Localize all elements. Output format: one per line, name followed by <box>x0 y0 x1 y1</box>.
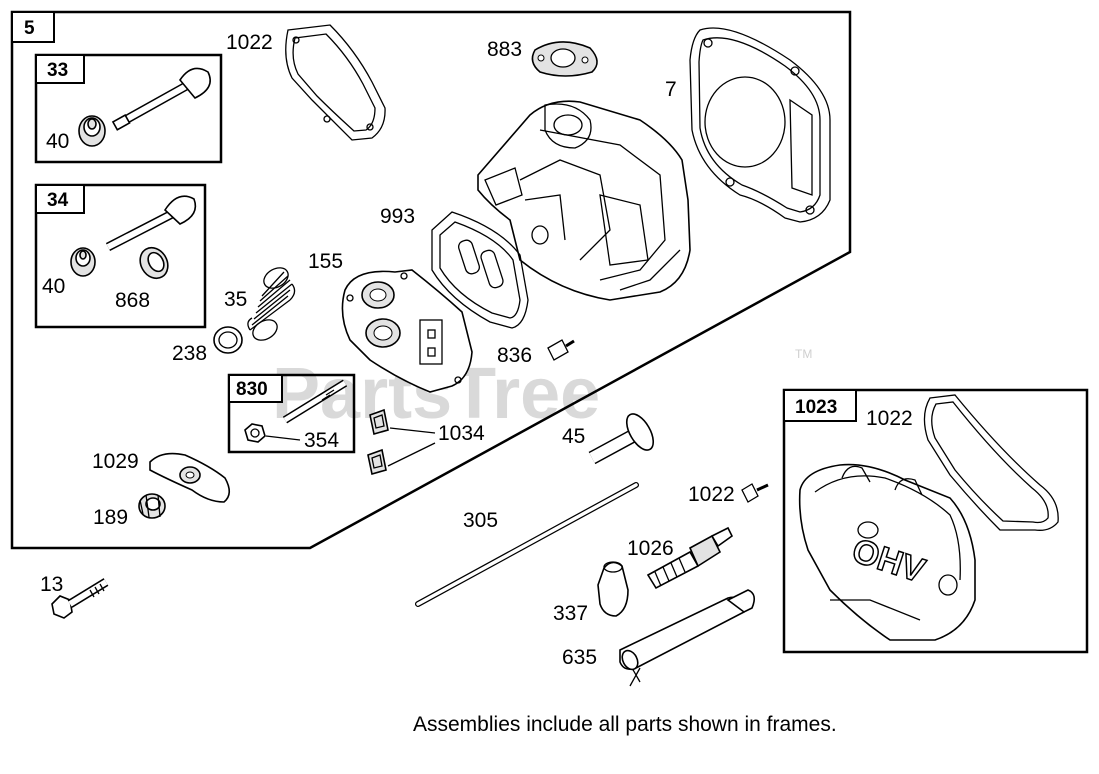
tappet-part[interactable] <box>588 410 659 465</box>
rocker-cover-gasket-part[interactable] <box>285 24 386 141</box>
intake-gasket-part[interactable] <box>531 41 598 77</box>
part-label-1022a: 1022 <box>226 31 273 54</box>
frame-1023-label: 1023 <box>795 397 837 418</box>
part-label-45: 45 <box>562 425 585 448</box>
part-label-337: 1026 <box>627 537 674 560</box>
valve-rotator-part[interactable] <box>135 243 174 284</box>
head-gasket-part[interactable] <box>689 27 831 223</box>
push-rod-part[interactable] <box>415 482 639 607</box>
part-label-836: 836 <box>497 344 532 367</box>
part-label-1034: 1034 <box>438 422 485 445</box>
part-label-305: 1022 <box>688 483 735 506</box>
part-label-883: 883 <box>487 38 522 61</box>
spark-plug-part[interactable] <box>646 526 734 590</box>
part-label-1026: 305 <box>463 509 498 532</box>
rocker-cover-gasket-part-1023[interactable] <box>923 394 1059 531</box>
rocker-arm-part[interactable] <box>149 452 231 503</box>
part-label-155: 155 <box>308 250 343 273</box>
frame-34-label: 34 <box>47 190 69 211</box>
part-label-13: 13 <box>40 573 63 596</box>
part-label-35: 35 <box>224 288 247 311</box>
frame-33-tag <box>35 54 85 84</box>
frame-830-tag <box>228 374 283 403</box>
rocker-stud-part[interactable] <box>282 379 348 424</box>
frame-34-tag <box>35 184 85 214</box>
part-label-189: 189 <box>93 506 128 529</box>
ignition-tool-part[interactable] <box>619 589 756 687</box>
valve-spring-part[interactable] <box>247 264 296 345</box>
frame-5-label: 5 <box>24 18 35 39</box>
frame-33-outline <box>34 53 223 164</box>
intake-valve-part[interactable] <box>111 67 211 131</box>
frame-33-label: 33 <box>47 60 68 81</box>
bolt-part-13[interactable] <box>51 578 109 619</box>
part-label-354: 354 <box>304 429 339 452</box>
exhaust-valve-part[interactable] <box>105 195 197 251</box>
rod-guide-part-lower[interactable] <box>367 448 387 476</box>
part-label-383: 635 <box>562 646 597 669</box>
leader-1034-upper <box>389 427 436 434</box>
nut-part-354[interactable] <box>244 423 301 443</box>
frame-1023-outline <box>782 388 1089 654</box>
part-label-1022b: 1022 <box>866 407 913 430</box>
frame-5-tag <box>11 11 55 43</box>
cylinder-head-part[interactable] <box>477 100 691 301</box>
rod-guide-part-upper[interactable] <box>369 408 389 436</box>
screw-part-305[interactable] <box>741 483 769 503</box>
rocker-nut-part[interactable] <box>138 493 166 519</box>
watermark-trademark: TM <box>795 347 812 361</box>
part-label-40a: 40 <box>46 130 69 153</box>
valve-seal-part-40b[interactable] <box>70 247 96 277</box>
rocker-cover-part[interactable] <box>798 463 976 641</box>
part-label-40b: 40 <box>42 275 65 298</box>
footnote: Assemblies include all parts shown in fr… <box>413 713 837 736</box>
part-label-868: 868 <box>115 289 150 312</box>
part-label-635: 337 <box>553 602 588 625</box>
part-label-238: 238 <box>172 342 207 365</box>
frame-34-outline <box>34 183 207 329</box>
frame-5-outline <box>10 10 852 550</box>
frame-830-label: 830 <box>236 379 268 400</box>
frame-830-outline <box>227 373 356 454</box>
breather-gasket-part[interactable] <box>431 211 529 329</box>
valve-seal-part-40a[interactable] <box>78 115 106 147</box>
spring-retainer-part[interactable] <box>213 326 243 354</box>
part-label-7: 7 <box>665 78 677 101</box>
leader-1034-lower <box>387 442 436 467</box>
breather-plate-part[interactable] <box>341 269 473 393</box>
part-label-1029: 1029 <box>92 450 139 473</box>
plug-wire-boot-part[interactable] <box>597 561 629 617</box>
part-label-993: 993 <box>380 205 415 228</box>
frame-1023-tag <box>783 389 857 422</box>
screw-part-836[interactable] <box>547 339 575 361</box>
